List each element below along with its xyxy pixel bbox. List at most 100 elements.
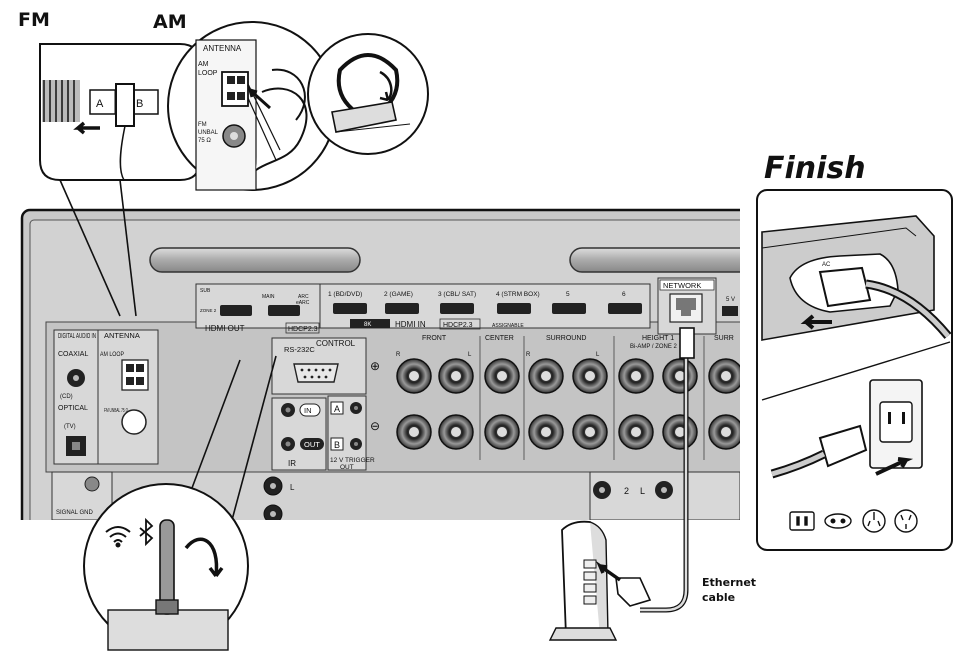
speaker-terminal-height-r-minus[interactable] (618, 414, 654, 450)
speaker-terminal-front-r-minus[interactable] (396, 414, 432, 450)
speaker-terminal-surrback-minus[interactable] (708, 414, 743, 450)
finish-title: Finish (764, 151, 866, 186)
fm-label-b: B (136, 98, 143, 110)
hdmi-in-1-port[interactable] (333, 303, 367, 314)
hdmi-in-5-label: 5 (566, 291, 570, 298)
fm-label-a: A (96, 98, 104, 110)
label-zone2: ZONE 2 (200, 308, 217, 313)
ethernet-label-1: Ethernet (702, 576, 756, 589)
appliance-arrow-icon (800, 314, 832, 330)
signal-gnd-screw[interactable] (84, 476, 100, 492)
label-trigger-b: B (334, 440, 340, 450)
receiver-back-panel: SUB MAIN ARC eARC ZONE 2 HDMI OUT HDCP2.… (20, 208, 743, 520)
finish-panel: AC (756, 189, 953, 551)
finish-ac-label: AC (822, 262, 831, 268)
hdmi-in-2-label: 2 (GAME) (384, 291, 413, 298)
speaker-terminal-center-minus[interactable] (484, 414, 520, 450)
label-surr-r: R (526, 352, 531, 358)
label-trigger: 12 V TRIGGER (330, 457, 375, 464)
speaker-terminal-front-r-plus[interactable] (396, 358, 432, 394)
hdmi-in-4-port[interactable] (497, 303, 531, 314)
label-height-sub: Bi-AMP / ZONE 2 (630, 344, 678, 350)
am-rotate-arrow-icon (379, 70, 393, 102)
hdmi-in-labels: 1 (BD/DVD) 2 (GAME) 3 (CBL/ SAT) 4 (STRM… (328, 291, 626, 298)
speaker-terminal-center-plus[interactable] (484, 358, 520, 394)
plug-type-a-icon (789, 511, 815, 531)
wifi-callout (83, 355, 277, 651)
fm-callout: A B (39, 43, 201, 317)
hdmi-out-main-port[interactable] (268, 305, 300, 316)
hdmi-in-6-label: 6 (622, 291, 626, 298)
speaker-terminal-front-l-plus[interactable] (438, 358, 474, 394)
wireless-antenna-right (569, 247, 740, 273)
hdmi-in-1-label: 1 (BD/DVD) (328, 291, 362, 298)
plug-type-icons (789, 509, 918, 533)
speaker-terminal-height-l-minus[interactable] (662, 414, 698, 450)
hdmi-in-2-port[interactable] (385, 303, 419, 314)
router (548, 520, 618, 641)
hdmi-out-sub-port[interactable] (220, 305, 252, 316)
label-assignable: ASSIGNABLE (492, 323, 524, 329)
hdmi-in-6-port[interactable] (608, 303, 642, 314)
label-optical: OPTICAL (58, 405, 88, 412)
wireless-antenna-left (149, 247, 361, 273)
speaker-terminal-surr-r-minus[interactable] (528, 414, 564, 450)
label-usb-5v: 5 V (726, 297, 735, 303)
label-fm-unbal-panel: FM UNBAL 75 Ω (104, 408, 128, 414)
am-callout: ANTENNA AM LOOP FM UNBAL 75 Ω (167, 21, 429, 191)
bluetooth-icon (139, 517, 154, 547)
label-height1: HEIGHT 1 (642, 335, 674, 342)
speaker-terminal-surrback-plus[interactable] (708, 358, 743, 394)
label-ir: IR (288, 459, 296, 468)
am-detail-fm: FM (198, 122, 207, 128)
label-minus: ⊖ (370, 419, 380, 433)
router-arrow-icon (595, 561, 622, 582)
label-front-r: R (396, 352, 401, 358)
fm-plug (115, 83, 135, 127)
label-hdmi-out: HDMI OUT (205, 324, 245, 333)
am-detail-unbal: UNBAL (198, 130, 219, 136)
plug-type-i-icon (862, 509, 886, 533)
usb-port[interactable] (722, 306, 738, 316)
hdmi-in-5-port[interactable] (552, 303, 586, 314)
hdmi-in-4-label: 4 (STRM BOX) (496, 291, 540, 298)
plug-type-au-icon (894, 509, 918, 533)
label-arc: ARC (298, 294, 309, 300)
label-main: MAIN (262, 294, 275, 300)
wifi-icon (105, 526, 131, 548)
label-cd: (CD) (60, 394, 73, 400)
label-hdcp-out: HDCP2.3 (288, 326, 318, 333)
label-sub: SUB (200, 288, 211, 294)
label-surround: SURROUND (546, 335, 586, 342)
speaker-terminal-surr-r-plus[interactable] (528, 358, 564, 394)
rs232c-port[interactable] (293, 363, 339, 383)
label-hdcp-in: HDCP2.3 (443, 322, 473, 329)
speaker-terminal-surr-l-plus[interactable] (572, 358, 608, 394)
speaker-terminal-height-r-plus[interactable] (618, 358, 654, 394)
fm-antenna-jack[interactable] (121, 409, 147, 435)
label-tv: (TV) (64, 424, 76, 430)
label-hdmi-in: HDMI IN (395, 320, 426, 329)
label-front-l: L (468, 352, 472, 358)
label-am-loop-panel: AM LOOP (100, 352, 124, 358)
label-front: FRONT (422, 335, 447, 342)
label-ir-in: IN (304, 406, 312, 415)
label-earc: eARC (296, 300, 310, 306)
label-surr-back: SURR (714, 335, 734, 342)
label-trigger-a: A (334, 404, 340, 414)
label-surr-l: L (596, 352, 600, 358)
power-cord-appliance (818, 266, 872, 308)
speaker-terminal-front-l-minus[interactable] (438, 414, 474, 450)
am-detail-antenna: ANTENNA (203, 44, 242, 53)
label-rca-l: L (290, 483, 295, 492)
label-plus: ⊕ (370, 359, 380, 373)
speaker-terminal-surr-l-minus[interactable] (572, 414, 608, 450)
hdmi-in-3-port[interactable] (440, 303, 474, 314)
ethernet-plug-receiver (679, 327, 695, 359)
plug-type-c-icon (824, 513, 852, 529)
speaker-terminal-height-l-plus[interactable] (662, 358, 698, 394)
am-loop-terminal[interactable] (121, 359, 149, 391)
label-center: CENTER (485, 335, 514, 342)
label-trigger-out: OUT (340, 464, 354, 471)
